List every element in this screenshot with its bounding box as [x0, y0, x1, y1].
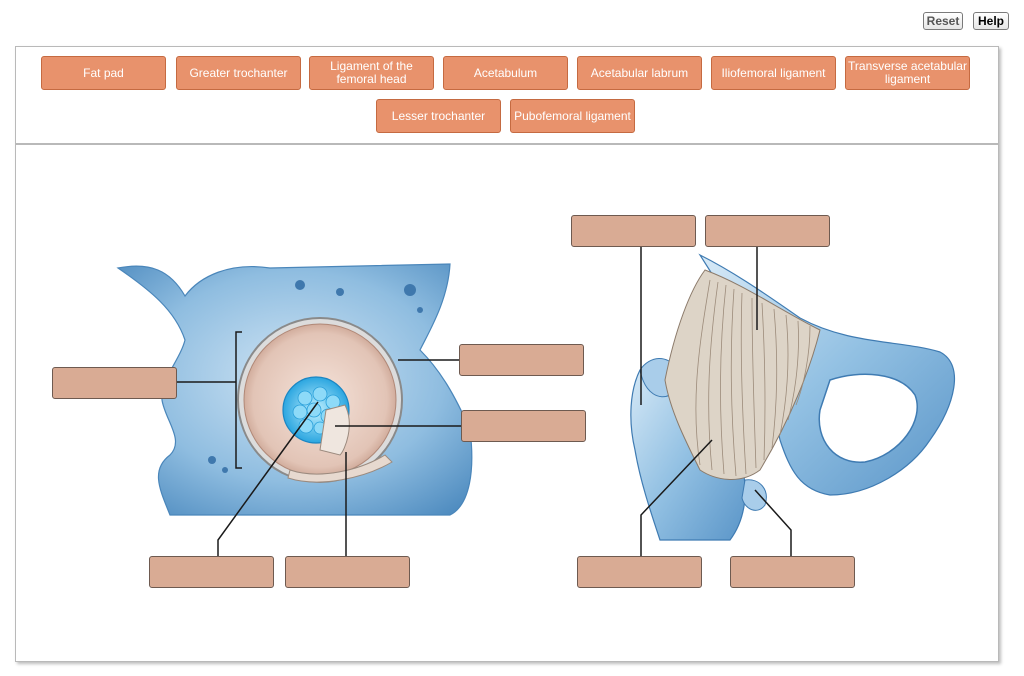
- drop-target-right-bottom-left[interactable]: [577, 556, 702, 588]
- reset-button[interactable]: Reset: [923, 12, 963, 30]
- label-chip-transverse-acetabular-ligament[interactable]: Transverse acetabular ligament: [845, 56, 970, 90]
- label-chip-acetabular-labrum[interactable]: Acetabular labrum: [577, 56, 702, 90]
- label-chip-fat-pad[interactable]: Fat pad: [41, 56, 166, 90]
- label-chip-pubofemoral-ligament[interactable]: Pubofemoral ligament: [510, 99, 635, 133]
- label-chip-acetabulum[interactable]: Acetabulum: [443, 56, 568, 90]
- left-acetabulum-view: [116, 263, 473, 516]
- right-anterior-hip-view: [630, 253, 955, 541]
- drop-target-left-acetabulum[interactable]: [52, 367, 177, 399]
- label-chip-iliofemoral-ligament[interactable]: Iliofemoral ligament: [711, 56, 836, 90]
- label-chip-lesser-trochanter[interactable]: Lesser trochanter: [376, 99, 501, 133]
- drop-target-right-bottom-right[interactable]: [730, 556, 855, 588]
- help-button[interactable]: Help: [973, 12, 1009, 30]
- leader-lines: [177, 246, 792, 557]
- drop-target-left-fat-pad[interactable]: [149, 556, 274, 588]
- drop-target-left-transverse[interactable]: [285, 556, 410, 588]
- label-chip-greater-trochanter[interactable]: Greater trochanter: [176, 56, 301, 90]
- label-chip-ligament-femoral-head[interactable]: Ligament of the femoral head: [309, 56, 434, 90]
- panel-divider: [15, 143, 999, 145]
- drop-target-left-ligament-head[interactable]: [461, 410, 586, 442]
- drop-target-right-top-left[interactable]: [571, 215, 696, 247]
- drop-target-right-top-right[interactable]: [705, 215, 830, 247]
- drop-target-left-labrum[interactable]: [459, 344, 584, 376]
